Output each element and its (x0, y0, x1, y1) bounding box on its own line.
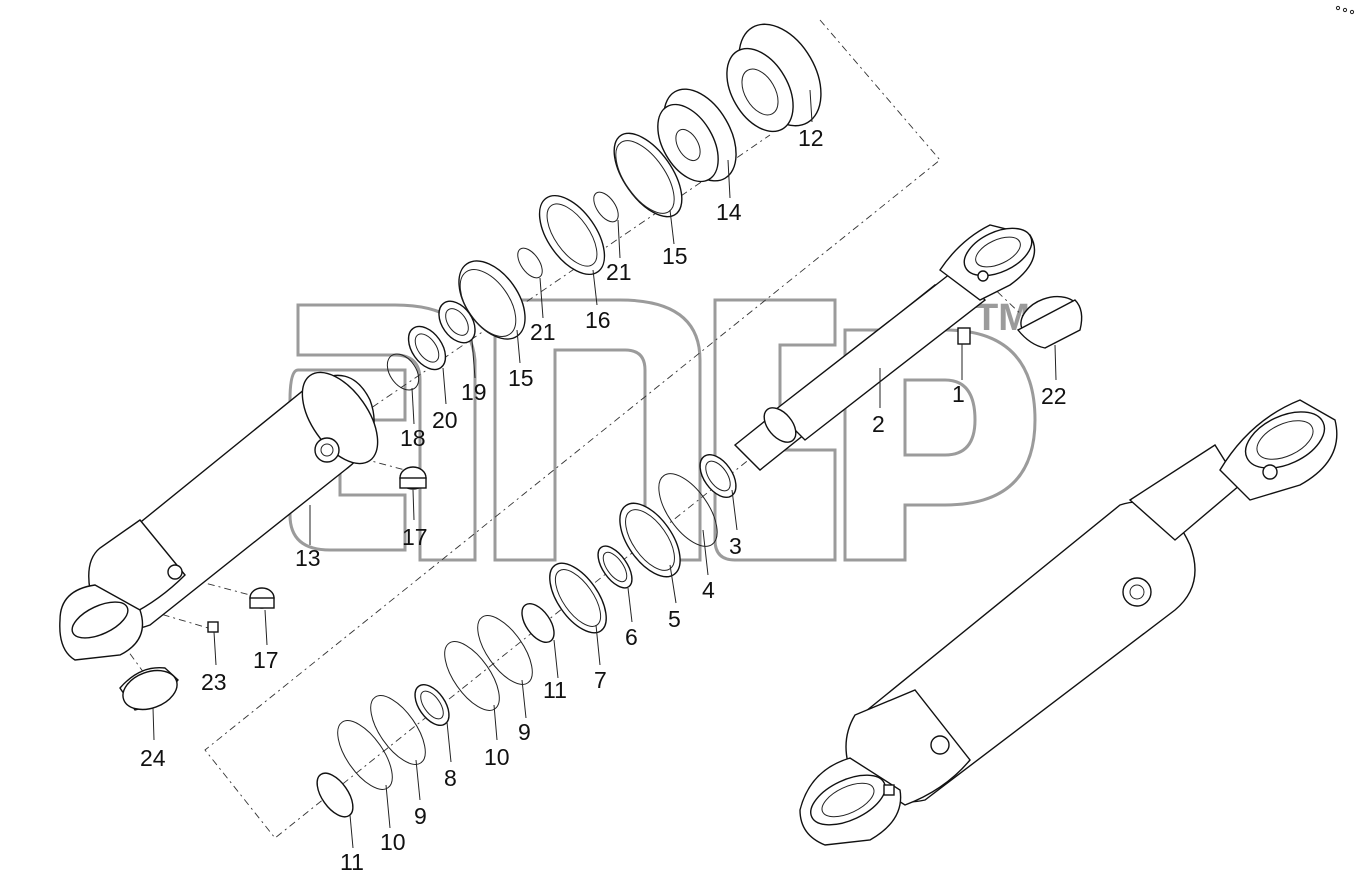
ring-4 (658, 473, 718, 547)
ring-7 (549, 562, 607, 634)
callout-10-upper: 10 (484, 744, 510, 770)
cylinder-body-13 (59, 371, 379, 661)
callout-11-upper: 11 (543, 677, 567, 703)
callout-9-lower: 9 (414, 803, 427, 829)
corner-mark (1335, 5, 1355, 15)
callout-14: 14 (716, 199, 742, 225)
ring-11-upper (521, 603, 555, 643)
callout-5: 5 (668, 606, 681, 632)
callout-18: 18 (400, 425, 426, 451)
callout-16: 16 (585, 307, 611, 333)
callout-6: 6 (625, 624, 638, 650)
callout-7: 7 (594, 667, 607, 693)
seal-20 (407, 325, 447, 371)
ring-16 (538, 194, 606, 276)
snap-ring-18 (386, 353, 420, 391)
callout-17-lower: 17 (253, 647, 279, 673)
ring-15-upper (613, 132, 683, 218)
fitting-23 (207, 621, 219, 633)
callout-23: 23 (201, 669, 227, 695)
bushing-24 (119, 666, 179, 711)
callout-15-upper: 15 (662, 243, 688, 269)
callout-21-lower: 21 (530, 319, 556, 345)
callout-1: 1 (952, 381, 965, 407)
callout-22: 22 (1041, 383, 1067, 409)
ring-9-lower (370, 695, 426, 765)
piston-12 (726, 23, 822, 133)
watermark-logo: TM (288, 297, 1037, 562)
seal-19 (438, 300, 476, 344)
seal-14 (657, 88, 737, 183)
callout-4: 4 (702, 577, 715, 603)
oring-21-upper (593, 191, 619, 223)
callout-9-upper: 9 (518, 719, 531, 745)
callout-11-lower: 11 (340, 849, 364, 875)
callout-20: 20 (432, 407, 458, 433)
leader-lines (152, 89, 1057, 849)
seal-6 (597, 545, 633, 589)
ring-10-lower (337, 720, 393, 790)
oring-21-lower (517, 247, 543, 279)
callout-13: 13 (295, 545, 321, 571)
callout-10-lower: 10 (380, 829, 406, 855)
callout-21-upper: 21 (606, 259, 632, 285)
callout-24: 24 (140, 745, 166, 771)
ring-11-lower (316, 772, 354, 818)
plug-17-lower (249, 587, 275, 609)
piston-rod-2 (733, 224, 1036, 471)
ring-10-upper (444, 641, 500, 711)
ring-9-upper (477, 615, 533, 685)
callout-15-lower: 15 (508, 365, 534, 391)
callout-8: 8 (444, 765, 457, 791)
assembled-cylinder (799, 399, 1338, 846)
callout-2: 2 (872, 411, 885, 437)
callouts: 1 2 3 4 5 6 7 8 9 9 10 10 11 11 12 13 14… (140, 125, 1067, 875)
callout-17-upper: 17 (402, 524, 428, 550)
callout-3: 3 (729, 533, 742, 559)
seal-3 (699, 454, 737, 498)
bushing-22 (1016, 295, 1083, 349)
callout-19: 19 (461, 379, 487, 405)
ring-8 (414, 684, 450, 726)
plug-17-upper (399, 466, 427, 490)
callout-12: 12 (798, 125, 824, 151)
grease-nipple-1 (957, 327, 971, 345)
